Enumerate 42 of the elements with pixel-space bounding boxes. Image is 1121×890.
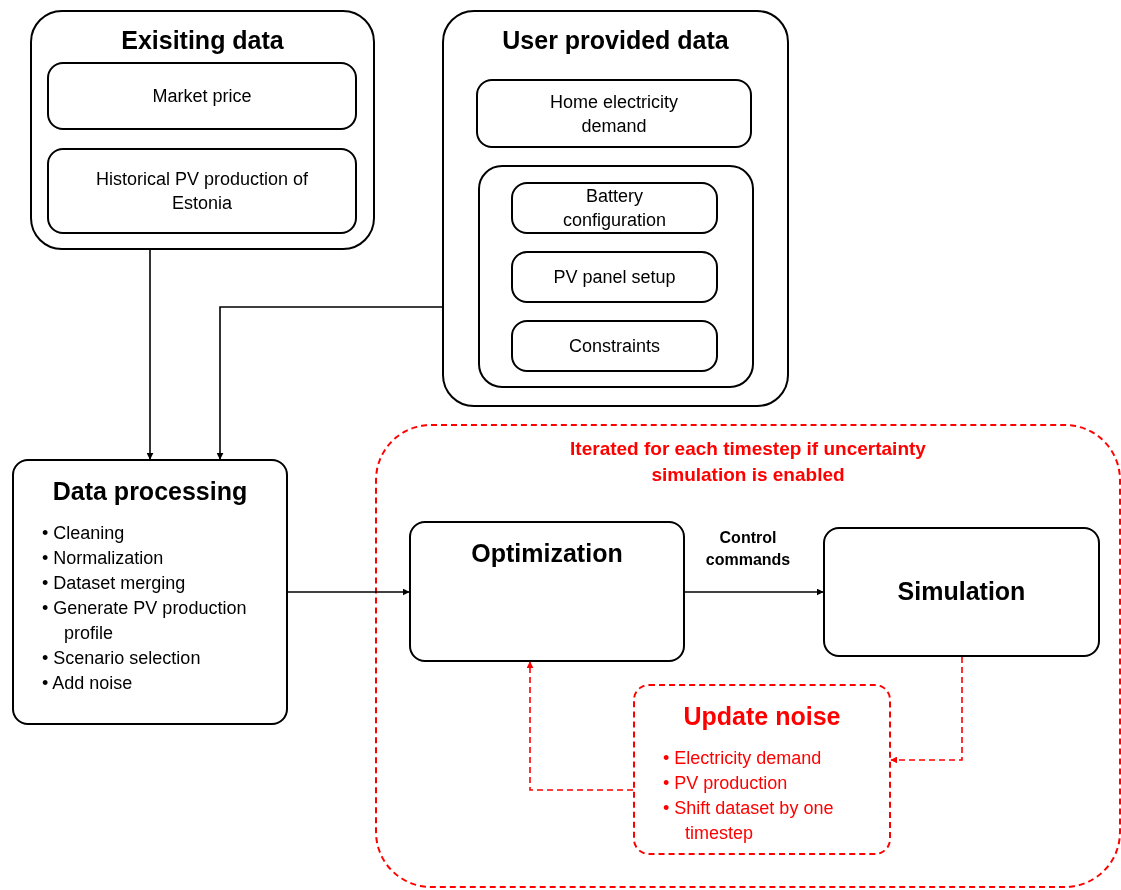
process-box	[47, 62, 357, 130]
box-heading: User provided data	[502, 25, 729, 56]
box-label: Home electricity demand	[549, 90, 679, 138]
arrow	[684, 588, 824, 596]
box-label: Market price	[152, 85, 252, 108]
process-box	[511, 182, 718, 234]
arrow	[526, 661, 634, 791]
process-box	[409, 521, 685, 662]
arrow	[216, 306, 443, 460]
box-heading: Optimization	[471, 538, 623, 569]
process-box	[511, 251, 718, 303]
box-heading: Update noise	[683, 701, 841, 732]
arrow	[890, 656, 963, 764]
group-box	[478, 165, 754, 388]
group-box	[30, 10, 375, 250]
arrow	[146, 249, 154, 460]
process-box	[823, 527, 1100, 657]
bullet-item: • PV production	[663, 771, 789, 795]
bullet-item: • Add noise	[42, 671, 134, 695]
bullet-item: • Shift dataset by one timestep	[663, 796, 835, 845]
bullet-item: • Dataset merging	[42, 571, 187, 595]
box-label: Battery configuration	[561, 185, 668, 232]
process-box	[511, 320, 718, 372]
loop-note: Iterated for each timestep if uncertainty simulation is enabled	[569, 437, 927, 487]
box-label: Historical PV production of Estonia	[94, 168, 310, 215]
arrow	[287, 588, 410, 596]
box-label: PV panel setup	[553, 266, 676, 289]
process-box	[12, 459, 288, 725]
process-box	[633, 684, 891, 855]
bullet-item: • Cleaning	[42, 521, 126, 545]
bullet-item: • Normalization	[42, 546, 165, 570]
box-heading: Exisiting data	[121, 25, 284, 56]
box-heading: Simulation	[897, 576, 1026, 608]
bullet-item: • Scenario selection	[42, 646, 202, 670]
group-box	[442, 10, 789, 407]
bullet-item: • Electricity demand	[663, 746, 823, 770]
process-box	[47, 148, 357, 234]
box-heading: Data processing	[52, 476, 248, 507]
process-box	[476, 79, 752, 148]
bullet-item: • Generate PV production profile	[42, 596, 247, 645]
box-label: Constraints	[568, 335, 660, 358]
loop-region	[375, 424, 1121, 888]
